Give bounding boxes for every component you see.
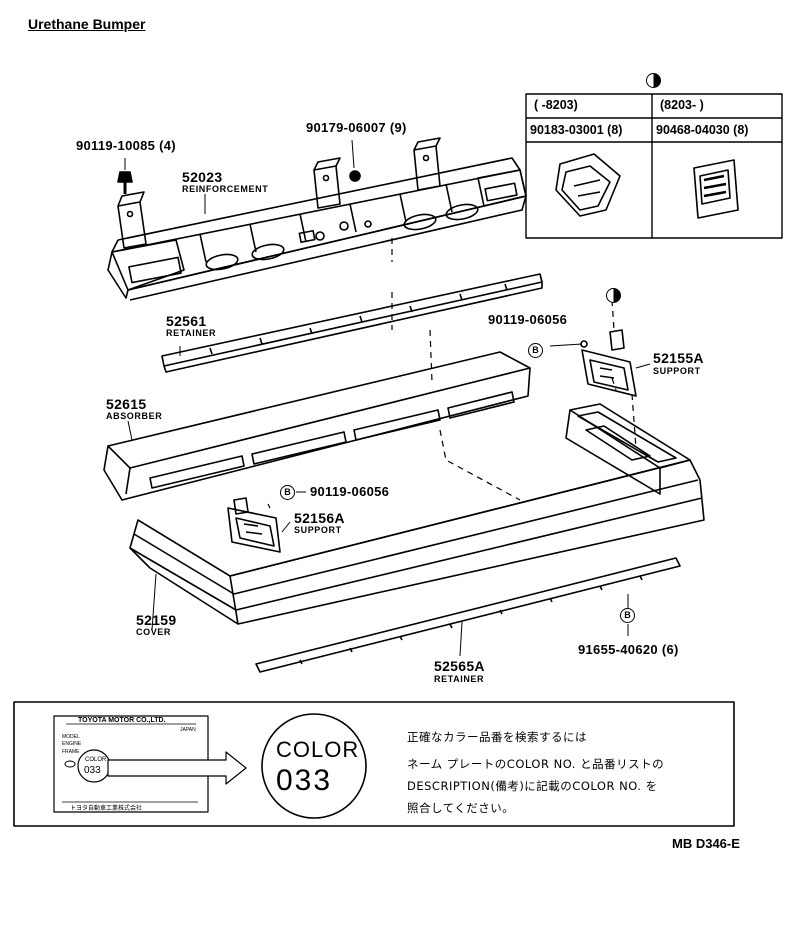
plate-maker: トヨタ自動車工業株式会社	[70, 805, 143, 812]
clip-90468-graphic	[693, 159, 739, 219]
label-retainer-upper-no[interactable]: 52561	[166, 313, 207, 329]
assembly-dashed-lines	[267, 238, 637, 509]
big-color-value: 033	[276, 764, 333, 797]
label-cover-name: COVER	[136, 627, 172, 637]
notice-line-4: 照合してください。	[407, 801, 515, 815]
plate-row: MODEL	[62, 734, 80, 740]
label-absorber-no[interactable]: 52615	[106, 396, 147, 412]
date-table-frame	[525, 93, 783, 239]
label-cover-no[interactable]: 52159	[136, 612, 177, 628]
date-table-col2-range: (8203- )	[660, 98, 704, 112]
plate-company: TOYOTA MOTOR CO.,LTD.	[78, 717, 166, 724]
notice-line-3: DESCRIPTION(備考)に記載のCOLOR NO. を	[407, 779, 658, 793]
diagram-title: Urethane Bumper	[28, 16, 146, 32]
support-left-graphic	[227, 497, 281, 553]
absorber-graphic	[103, 351, 531, 501]
notice-line-2: ネーム プレートのCOLOR NO. と品番リストの	[407, 757, 665, 771]
date-table-col1-range: ( -8203)	[534, 98, 578, 112]
label-screw-bottom[interactable]: 91655-40620 (6)	[578, 642, 679, 657]
plate-color-value: 033	[84, 765, 101, 776]
label-reinforcement-no[interactable]: 52023	[182, 169, 223, 185]
date-table-col2-part[interactable]: 90468-04030 (8)	[656, 123, 749, 137]
label-bolt-support-left[interactable]: 90119-06056	[310, 484, 390, 499]
date-marker-icon	[606, 288, 621, 303]
label-support-left-no[interactable]: 52156A	[294, 510, 345, 526]
diagram-code: MB D346-E	[672, 836, 740, 851]
support-right-graphic	[580, 329, 637, 397]
big-color-label: COLOR	[276, 737, 360, 762]
b-mark-icon: B	[620, 608, 635, 623]
label-absorber-name: ABSORBER	[106, 411, 163, 421]
reinforcement-beam-graphic	[107, 137, 527, 301]
lower-retainer-graphic	[255, 557, 681, 673]
clip-90183-graphic	[555, 153, 621, 217]
label-clip-top[interactable]: 90179-06007 (9)	[306, 120, 407, 135]
bumper-cover-graphic	[129, 403, 705, 625]
label-bolt-top[interactable]: 90119-10085 (4)	[76, 138, 176, 153]
date-table-col1-part[interactable]: 90183-03001 (8)	[530, 123, 623, 137]
bolt-graphic	[117, 158, 133, 194]
label-retainer-lower-no[interactable]: 52565A	[434, 658, 485, 674]
b-mark-icon: B	[280, 485, 295, 500]
plate-color-label: COLOR	[85, 757, 107, 763]
label-reinforcement-name: REINFORCEMENT	[182, 184, 269, 194]
notice-box-frame	[13, 701, 735, 827]
plate-country: JAPAN	[180, 727, 196, 733]
date-marker-icon	[646, 73, 661, 88]
clip-graphic	[349, 139, 361, 182]
label-support-right-no[interactable]: 52155A	[653, 350, 704, 366]
label-retainer-upper-name: RETAINER	[166, 328, 217, 338]
notice-line-1: 正確なカラー品番を検索するには	[407, 730, 587, 744]
b-mark-icon: B	[528, 343, 543, 358]
upper-retainer-graphic	[161, 273, 543, 373]
label-support-right-name: SUPPORT	[653, 366, 701, 376]
plate-row: FRAME	[62, 749, 80, 755]
label-support-left-name: SUPPORT	[294, 525, 342, 535]
label-retainer-lower-name: RETAINER	[434, 674, 485, 684]
leader-lines	[127, 194, 651, 657]
label-bolt-support-right[interactable]: 90119-06056	[488, 312, 568, 327]
plate-row: ENGINE	[62, 741, 82, 747]
